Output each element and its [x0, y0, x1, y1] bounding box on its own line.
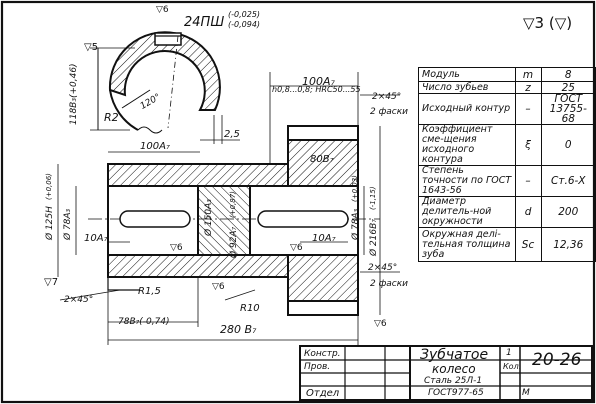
param-row: Исходный контур–ГОСТ 13755-68 — [418, 93, 596, 125]
chamfer-top: 2×45° — [372, 92, 402, 102]
part-name-line1: Зубчатое — [420, 347, 489, 363]
param-name: Исходный контур — [418, 93, 516, 125]
material-line2: ГОСТ977-65 — [428, 388, 484, 398]
len-280b7: 280 В₇ — [220, 323, 257, 336]
param-name: Число зубьев — [418, 81, 516, 94]
keyway-depth-dim: 118В₃(+0,46) — [69, 63, 79, 125]
dia-78a3-left: Ø 78А₃ — [63, 208, 73, 240]
keyway-width-dim: 24ПШ — [184, 15, 225, 30]
param-symbol: z — [514, 81, 542, 94]
main-section-view — [57, 72, 400, 345]
param-symbol: Sc — [514, 227, 542, 262]
param-symbol: – — [514, 93, 542, 125]
param-name: Диаметр делитель-ной окружности — [418, 196, 516, 228]
radius-r2: R2 — [104, 111, 119, 124]
keyway-tol-upper: (-0,025) — [228, 10, 261, 19]
dia-125h-tol: (+0,06) — [45, 173, 53, 200]
qty-value: 1 — [506, 348, 512, 358]
keyway-section-view — [90, 31, 240, 144]
param-value: 12,36 — [540, 227, 596, 262]
scale-label: М — [522, 388, 530, 398]
param-symbol: d — [514, 196, 542, 228]
rough-d6-a: ▽6 — [170, 243, 183, 253]
dia-78a3-right: Ø 78А₃ — [351, 208, 361, 240]
param-value: 8 — [540, 67, 596, 82]
dia-150a3: Ø 150А₃ — [204, 199, 214, 236]
chamfer-top-label: 2 фаски — [370, 107, 409, 117]
param-name: Окружная делi-тельная толщина зуба — [418, 227, 516, 262]
rough-top: ▽6 — [156, 5, 169, 15]
param-value: Ст.6-Х — [540, 165, 596, 197]
param-symbol: m — [514, 67, 542, 82]
keyway-tol-lower: (-0,094) — [228, 20, 261, 29]
qty-label: Кол. — [503, 362, 522, 371]
param-symbol: – — [514, 165, 542, 197]
param-value: 25 — [540, 81, 596, 94]
param-name: Степень точности по ГОСТ 1643-56 — [418, 165, 516, 197]
param-value: 200 — [540, 196, 596, 228]
dia-92a7: Ø 92А₇ — [229, 226, 239, 258]
hardening-spec: h0,8...0,8; HRC50...55 — [272, 85, 361, 94]
param-name: Модуль — [418, 67, 516, 82]
dia-216b7: Ø 216В₇ — [369, 219, 379, 256]
dia-92a7-tol: (+0,87) — [229, 191, 237, 218]
param-row: Степень точности по ГОСТ 1643-56–Ст.6-Х — [418, 165, 596, 197]
len-10a7-right: 10А₇ — [312, 233, 336, 244]
len-100a7-hub: 100А₇ — [140, 141, 170, 152]
title-row-dept: Отдел — [306, 388, 340, 399]
dia-216b7-tol: (-1,15) — [369, 186, 377, 210]
chamfer-left: 2×45° — [64, 295, 94, 305]
title-row-check: Пров. — [304, 362, 331, 372]
rough-top-left: ▽5 — [84, 42, 99, 53]
rough-d6-c: ▽6 — [212, 282, 225, 292]
rough-d6-d: ▽6 — [374, 319, 387, 329]
title-block — [299, 345, 593, 401]
hub-80b7: 80В₇ — [310, 154, 334, 165]
radius-r1-5: R1,5 — [138, 286, 161, 297]
len-78b7: 78В₇(-0,74) — [118, 317, 170, 327]
dim-2-5: 2,5 — [224, 129, 240, 140]
title-row-constr: Констр. — [304, 349, 341, 359]
rough-d6-b: ▽6 — [290, 243, 303, 253]
len-10a7-left: 10А₇ — [84, 233, 108, 244]
param-symbol: ξ — [514, 124, 542, 166]
dia-78a3-right-tol: (+0,03) — [351, 175, 359, 202]
dia-125h: Ø 125Н — [45, 206, 55, 240]
radius-r10: R10 — [240, 303, 260, 314]
general-roughness: ▽3 (▽) — [523, 14, 573, 32]
len-100a7-top: 100А₇ — [302, 75, 335, 88]
part-name-line2: колесо — [432, 362, 476, 376]
param-name: Коэффициент сме-щения исходного контура — [418, 124, 516, 166]
param-value: 0 — [540, 124, 596, 166]
chamfer-right: 2×45° — [368, 263, 398, 273]
rough-d7: ▽7 — [44, 277, 59, 288]
param-value: ГОСТ 13755-68 — [540, 93, 596, 125]
chamfer-right-label: 2 фаски — [370, 279, 409, 289]
material-line1: Сталь 25Л-1 — [424, 376, 483, 386]
drawing-designation: 20-26 — [532, 350, 582, 370]
